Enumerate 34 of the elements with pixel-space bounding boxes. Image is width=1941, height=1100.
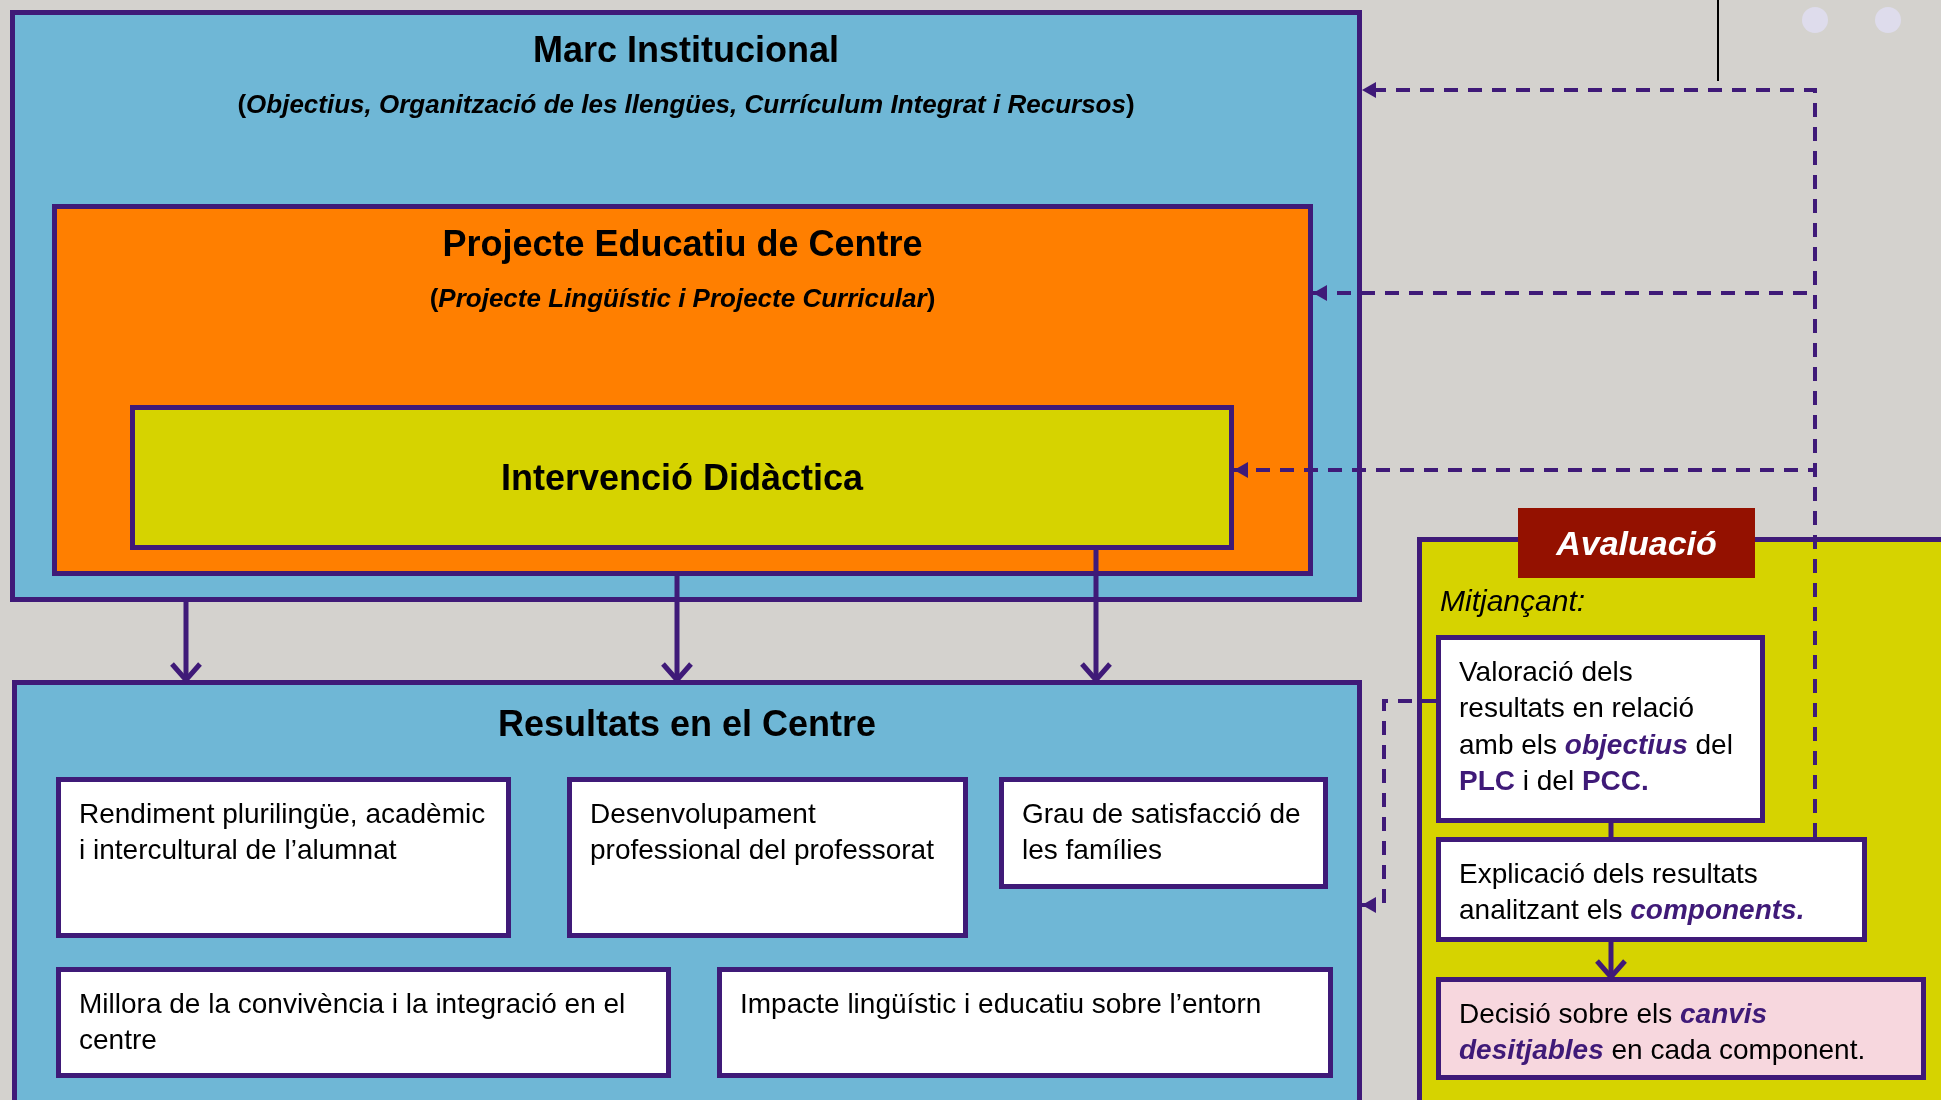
result-box <box>56 777 511 938</box>
framework-box <box>12 680 1362 1100</box>
result-text: Desenvolupament professional del professorat <box>589 797 935 868</box>
process-box <box>130 405 1234 550</box>
result-text: Rendiment plurilingüe, acadèmic i intercultural de l’alumnat <box>78 797 487 868</box>
feedback-arrow <box>1362 699 1436 913</box>
framework-box <box>10 10 1362 602</box>
arrow <box>660 576 694 683</box>
panel-subtitle: Mitjançant: <box>1440 584 1586 618</box>
box-title: Projecte Educatiu de Centre <box>441 223 924 265</box>
result-box <box>999 777 1328 889</box>
result-box <box>1436 837 1867 942</box>
connector-line <box>1608 823 1614 837</box>
result-text: Explicació dels resultats analitzant els components. <box>1458 857 1806 928</box>
box-title: Marc Institucional <box>531 29 841 71</box>
result-text: Millora de la convivència i la integració en el centre <box>78 987 627 1058</box>
box-title: Resultats en el Centre <box>496 703 878 745</box>
result-box <box>1436 977 1926 1080</box>
arrow <box>1594 942 1628 980</box>
result-box <box>567 777 968 938</box>
result-text: Decisió sobre els canvis desitjables en cada component. <box>1458 997 1867 1068</box>
result-box <box>717 967 1333 1078</box>
result-box <box>56 967 671 1078</box>
result-box <box>1436 635 1765 823</box>
arrow <box>1079 550 1113 683</box>
box-title: Intervenció Didàctica <box>500 456 864 499</box>
result-text: Impacte lingüístic i educatiu sobre l’entorn <box>739 987 1263 1021</box>
result-text: Valoració dels resultats en relació amb els objectius del PLC i del PCC. <box>1458 655 1734 799</box>
framework-box <box>52 204 1313 576</box>
box-subtitle: (Objectius, Organització de les llengües, Currículum Integrat i Recursos) <box>236 89 1136 120</box>
arrow <box>169 602 203 683</box>
section-tab: Avaluació <box>1518 508 1755 578</box>
box-subtitle: (Projecte Lingüístic i Projecte Curricular) <box>428 283 937 314</box>
result-text: Grau de satisfacció de les famílies <box>1021 797 1302 868</box>
